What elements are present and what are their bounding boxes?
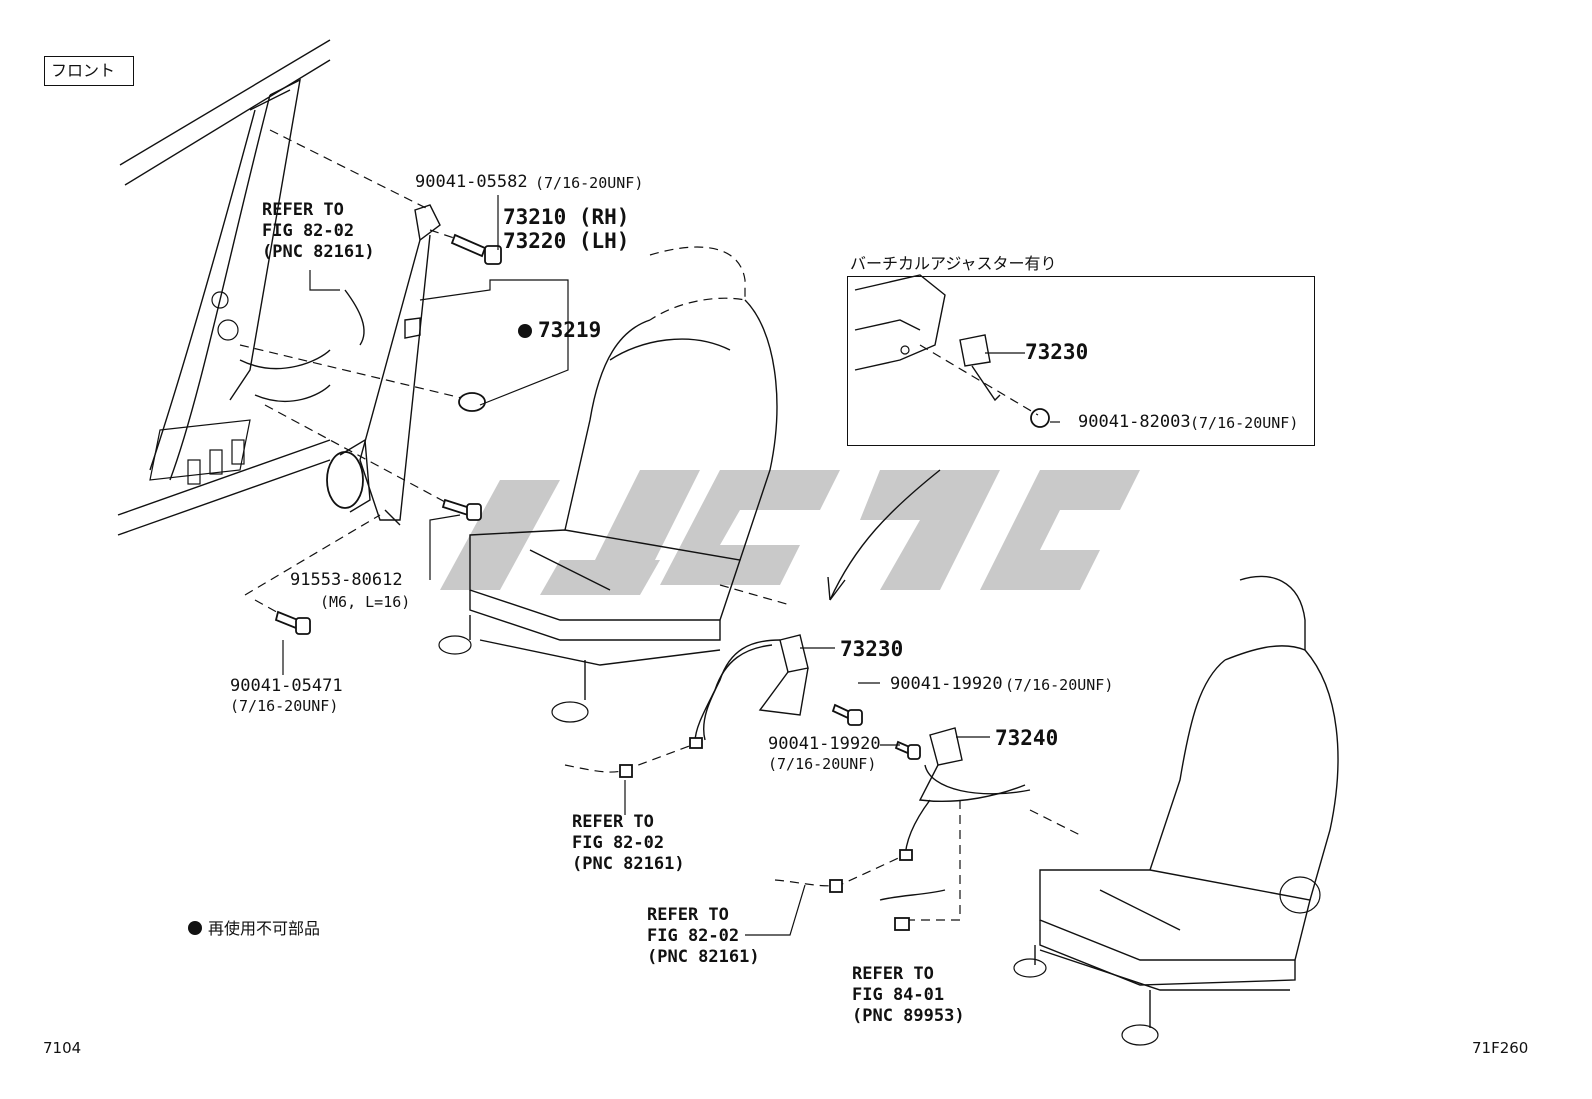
non-reusable-dot-icon (518, 324, 532, 338)
refer-note-c-line1: REFER TO (647, 905, 729, 925)
part-number-73210: 73210 (RH) (503, 205, 630, 229)
part-number-73219-text: 73219 (538, 318, 602, 342)
watermark-logo (440, 470, 1140, 595)
part-spec-91553-80612: (M6, L=16) (320, 593, 411, 611)
inset-drawing (854, 274, 1039, 416)
part-number-73230: 73230 (840, 637, 904, 661)
buckle-harness-73240 (774, 727, 1081, 931)
inset-part-spec-90041-82003: (7/16-20UNF) (1190, 414, 1299, 432)
buckle-harness-73230 (564, 634, 809, 778)
refer-note-d-line3: (PNC 89953) (852, 1006, 965, 1026)
footer-page-code: 7104 (43, 1039, 82, 1057)
part-number-90041-05582: 90041-05582 (415, 172, 528, 192)
refer-note-a-line1: REFER TO (262, 200, 344, 220)
refer-note-d-line2: FIG 84-01 (852, 985, 945, 1005)
inset-part-number-73230: 73230 (1025, 340, 1089, 364)
refer-note-b-line1: REFER TO (572, 812, 654, 832)
part-spec-90041-05582: (7/16-20UNF) (535, 174, 644, 192)
part-number-90041-05471: 90041-05471 (230, 676, 343, 696)
part-number-90041-19920-b: 90041-19920 (768, 734, 881, 754)
part-number-91553-80612: 91553-80612 (290, 570, 403, 590)
front-label-box: フロント (44, 56, 134, 86)
leader-lines (282, 195, 1060, 936)
inset-part-number-90041-82003: 90041-82003 (1078, 412, 1191, 432)
part-spec-90041-19920-b: (7/16-20UNF) (768, 755, 877, 773)
refer-note-c-line3: (PNC 82161) (647, 947, 760, 967)
refer-note-b-line2: FIG 82-02 (572, 833, 665, 853)
refer-note-a-line3: (PNC 82161) (262, 242, 375, 262)
refer-note-c-line2: FIG 82-02 (647, 926, 740, 946)
front-seat-drawing (438, 246, 778, 723)
inset-title: バーチカルアジャスター有り (850, 254, 1057, 273)
body-pillar-drawing (117, 39, 331, 536)
part-number-73240: 73240 (995, 726, 1059, 750)
legend-non-reusable: 再使用不可部品 (188, 918, 320, 939)
part-spec-90041-19920-a: (7/16-20UNF) (1005, 676, 1114, 694)
refer-note-a-line2: FIG 82-02 (262, 221, 355, 241)
footer-figure-code: 71F260 (1472, 1039, 1529, 1057)
part-number-73220: 73220 (LH) (503, 229, 630, 253)
front-label: フロント (51, 61, 116, 80)
inset-box (847, 276, 1315, 446)
part-spec-90041-05471: (7/16-20UNF) (230, 697, 339, 715)
bolt-drawings (274, 233, 1050, 760)
refer-note-b-line3: (PNC 82161) (572, 854, 685, 874)
non-reusable-legend-dot-icon (188, 921, 202, 935)
seat-belt-drawing (326, 204, 441, 526)
legend-text: 再使用不可部品 (208, 919, 321, 938)
part-number-73219: 73219 (518, 318, 601, 342)
rear-seat-drawing (1013, 575, 1339, 1046)
refer-note-d-line1: REFER TO (852, 964, 934, 984)
part-number-90041-19920-a: 90041-19920 (890, 674, 1003, 694)
